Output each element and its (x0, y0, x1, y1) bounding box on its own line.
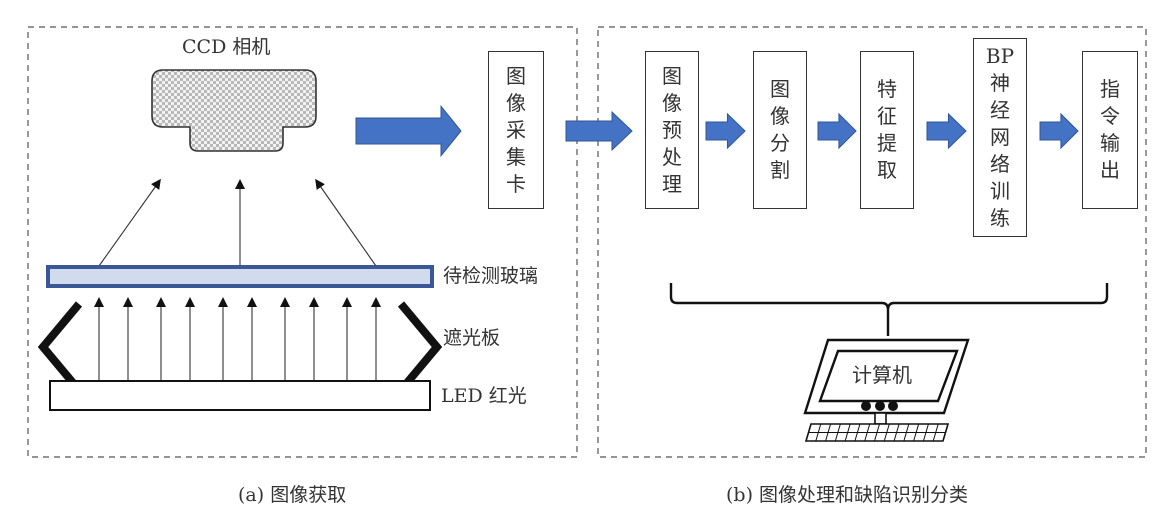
box-char: 图 (770, 77, 790, 101)
led-light-box (49, 380, 431, 411)
box-char: 网 (990, 125, 1010, 149)
step-feature-extraction-box: 特征提取 (860, 51, 914, 209)
box-char: 指 (1100, 77, 1120, 101)
capture-card-box: 图像采集卡 (488, 51, 544, 209)
computer-label: 计算机 (852, 363, 912, 387)
shield-right (397, 301, 443, 393)
camera-label: CCD 相机 (182, 36, 271, 58)
box-char: 像 (662, 90, 682, 115)
led-label: LED 红光 (441, 385, 527, 407)
caption-a: (a) 图像获取 (238, 484, 347, 506)
box-char: 分 (770, 131, 790, 155)
box-char: 割 (770, 158, 790, 182)
box-char: 处 (662, 144, 682, 169)
box-char: 预 (662, 117, 682, 142)
step-command-output-box: 指令输出 (1082, 51, 1138, 209)
step-preprocess-box: 图像预处理 (645, 51, 699, 209)
box-char: 提 (877, 131, 897, 155)
box-char: 理 (662, 171, 682, 196)
computer-icon (803, 338, 970, 442)
reflected-ray-left (98, 178, 161, 267)
reflected-ray-right (315, 178, 377, 267)
box-char: 令 (1100, 104, 1120, 128)
glass-label: 待检测玻璃 (443, 265, 539, 287)
arrow-segmentation-to-feature-icon (817, 112, 857, 150)
panel-b-border (597, 26, 1147, 458)
box-char: 集 (506, 144, 526, 169)
box-char: 采 (506, 117, 526, 142)
arrow-feature-to-bp-icon (926, 112, 967, 150)
box-char: 取 (877, 158, 897, 182)
caption-b: (b) 图像处理和缺陷识别分类 (726, 484, 969, 506)
box-char: 训 (990, 179, 1010, 203)
box-char: 经 (990, 98, 1010, 122)
box-char: 输 (1100, 131, 1120, 155)
brace-icon (669, 283, 1109, 336)
box-char: 像 (506, 90, 526, 115)
ccd-camera-icon (151, 69, 317, 152)
box-char: 征 (877, 104, 897, 128)
arrow-preprocess-to-segmentation-icon (705, 112, 746, 150)
arrow-camera-to-card-icon (355, 104, 462, 158)
step-bp-training-box: BP 神经网络训练 (973, 38, 1027, 237)
box-char: 络 (990, 152, 1010, 176)
box-char: 像 (770, 104, 790, 128)
box-char: 练 (990, 206, 1010, 230)
box-char: 卡 (506, 171, 526, 196)
box-char: 特 (877, 77, 897, 101)
box-char: 图 (662, 63, 682, 88)
box-char: 神 (990, 71, 1010, 95)
glass-panel (46, 265, 434, 288)
box-char: 出 (1100, 158, 1120, 182)
led-rays (94, 297, 381, 381)
arrow-bp-to-output-icon (1039, 112, 1079, 150)
panel-a-border (27, 26, 578, 458)
box-char: 图 (506, 63, 526, 88)
box-char: BP (985, 44, 1015, 68)
arrow-card-to-preprocess-icon (565, 110, 633, 152)
shield-left (37, 301, 83, 393)
shield-label: 遮光板 (443, 327, 501, 349)
step-segmentation-box: 图像分割 (753, 51, 807, 209)
